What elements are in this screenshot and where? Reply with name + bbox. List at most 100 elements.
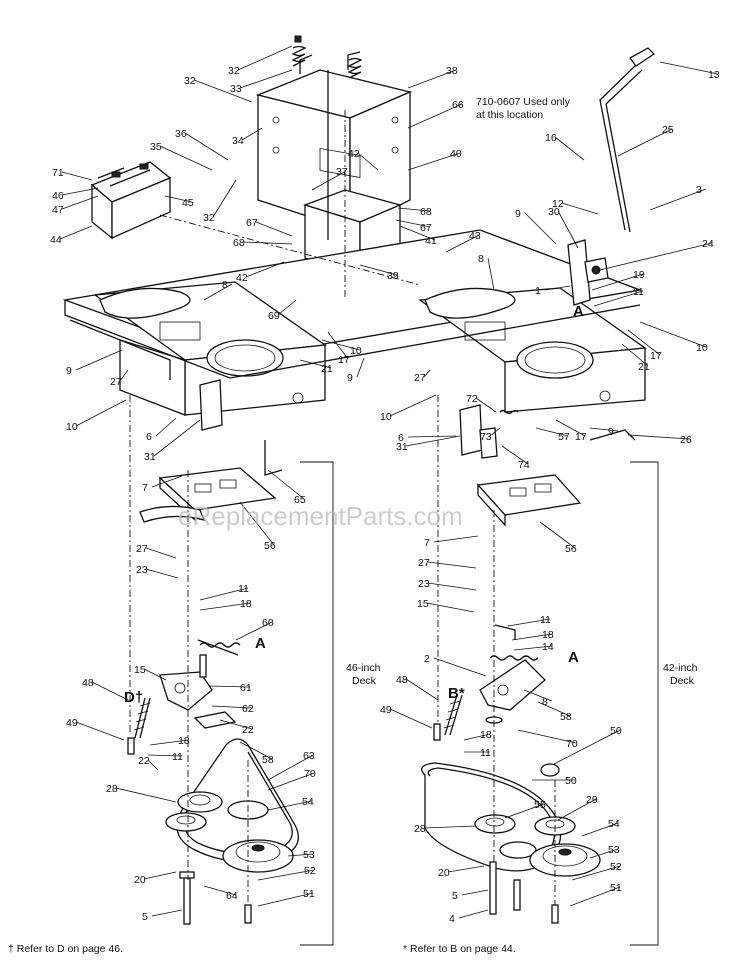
callout-number-17: 17: [650, 350, 662, 362]
reference-letter-a-left: A: [255, 635, 266, 652]
callout-leader-1: [544, 285, 571, 291]
callout-number-66: 66: [452, 99, 464, 111]
callout-number-14: 14: [542, 641, 554, 653]
callout-number-64: 64: [226, 890, 238, 902]
callout-leader-21: [299, 359, 332, 369]
callout-leader-51: [569, 886, 621, 907]
callout-leader-54: [581, 822, 619, 837]
callout-number-68: 68: [233, 237, 245, 249]
callout-number-56: 56: [565, 543, 577, 555]
callout-leader-53: [589, 848, 619, 859]
callout-leader-61: [209, 685, 251, 688]
callout-leader-23: [427, 582, 477, 591]
callout-number-32: 32: [184, 75, 196, 87]
callout-leader-36: [184, 132, 229, 161]
callout-leader-60: [235, 621, 273, 641]
callout-leader-56: [239, 501, 275, 546]
callout-number-70: 70: [566, 738, 578, 750]
callout-leader-27: [119, 369, 129, 382]
callout-number-67: 67: [420, 222, 432, 234]
left-idler-arm: [159, 639, 241, 729]
callout-number-8: 8: [542, 696, 548, 708]
callout-leader-67: [395, 219, 431, 228]
callout-number-18: 18: [178, 735, 190, 747]
callout-number-18: 18: [480, 729, 492, 741]
callout-leader-49: [75, 721, 125, 741]
callout-number-30: 30: [548, 206, 560, 218]
assembly-lines: [129, 110, 556, 905]
spring-top: [291, 35, 363, 79]
callout-leader-7: [151, 475, 183, 488]
callout-number-10: 10: [380, 411, 392, 423]
callout-leader-22: [219, 719, 253, 730]
callout-leader-31: [405, 435, 461, 447]
callout-leader-10: [321, 339, 361, 351]
callout-number-15: 15: [134, 664, 146, 676]
callout-leader-48: [91, 681, 129, 701]
callout-leader-30: [557, 210, 579, 249]
callout-leader-40: [407, 152, 461, 171]
callout-number-11: 11: [633, 286, 644, 298]
callout-leader-27: [423, 369, 431, 378]
callout-leader-37: [311, 170, 347, 191]
callout-number-21: 21: [638, 361, 650, 373]
callout-number-53: 53: [608, 844, 620, 856]
callout-number-37: 37: [336, 166, 348, 178]
callout-number-45: 45: [182, 197, 194, 209]
callout-leader-7: [433, 535, 479, 543]
callout-number-33: 33: [230, 83, 242, 95]
callout-number-74: 74: [518, 459, 530, 471]
callout-number-38: 38: [446, 65, 458, 77]
callout-number-6: 6: [146, 431, 152, 443]
callout-number-10: 10: [696, 342, 708, 354]
callout-leader-31: [153, 419, 201, 457]
callout-number-69: 69: [268, 310, 280, 322]
callout-leader-6: [407, 435, 457, 438]
callout-number-47: 47: [52, 204, 64, 216]
callout-leader-68: [397, 207, 431, 212]
deck-42-label-line-2: Deck: [670, 675, 695, 687]
callout-leader-11: [147, 754, 183, 757]
callout-number-34: 34: [232, 135, 244, 147]
callout-number-11: 11: [540, 614, 551, 626]
usage-note-line-2: at this location: [476, 109, 543, 121]
callout-number-31: 31: [144, 451, 156, 463]
callout-number-54: 54: [302, 796, 314, 808]
callout-leader-70: [517, 729, 577, 744]
callout-number-9: 9: [347, 372, 353, 384]
callout-leader-54: [267, 800, 313, 811]
callout-number-72: 72: [466, 393, 478, 405]
callout-leader-47: [61, 195, 99, 210]
callout-number-49: 49: [66, 717, 78, 729]
callout-leader-29: [557, 798, 597, 821]
callout-number-20: 20: [438, 867, 450, 879]
callout-leader-8: [203, 283, 233, 301]
callout-number-31: 31: [396, 441, 408, 453]
callout-number-71: 71: [52, 167, 64, 179]
callout-leader-8: [487, 257, 495, 291]
callout-leader-32: [193, 79, 253, 103]
callout-leader-4: [458, 909, 489, 919]
callout-number-51: 51: [610, 882, 622, 894]
callout-leader-74: [501, 445, 529, 465]
callout-number-27: 27: [418, 557, 430, 569]
callout-leader-39: [359, 264, 398, 276]
lift-lever: [599, 47, 656, 233]
callout-leader-32: [237, 45, 293, 71]
callout-number-11: 11: [480, 747, 491, 759]
callout-number-25: 25: [662, 124, 674, 136]
callout-number-32: 32: [203, 212, 215, 224]
left-hanger-bracket: [199, 379, 283, 476]
callout-leader-63: [267, 754, 314, 781]
callout-number-58: 58: [560, 711, 572, 723]
footnote-left: † Refer to D on page 46.: [8, 943, 123, 955]
right-hanger-bracket: [459, 404, 636, 459]
callout-leader-15: [426, 602, 475, 613]
callout-number-5: 5: [452, 890, 458, 902]
callout-leader-55: [504, 803, 545, 819]
callout-number-63: 63: [303, 750, 315, 762]
battery: [90, 161, 172, 240]
callout-number-46: 46: [52, 190, 64, 202]
right-bolts: [433, 723, 559, 924]
callout-number-6: 6: [398, 432, 404, 444]
